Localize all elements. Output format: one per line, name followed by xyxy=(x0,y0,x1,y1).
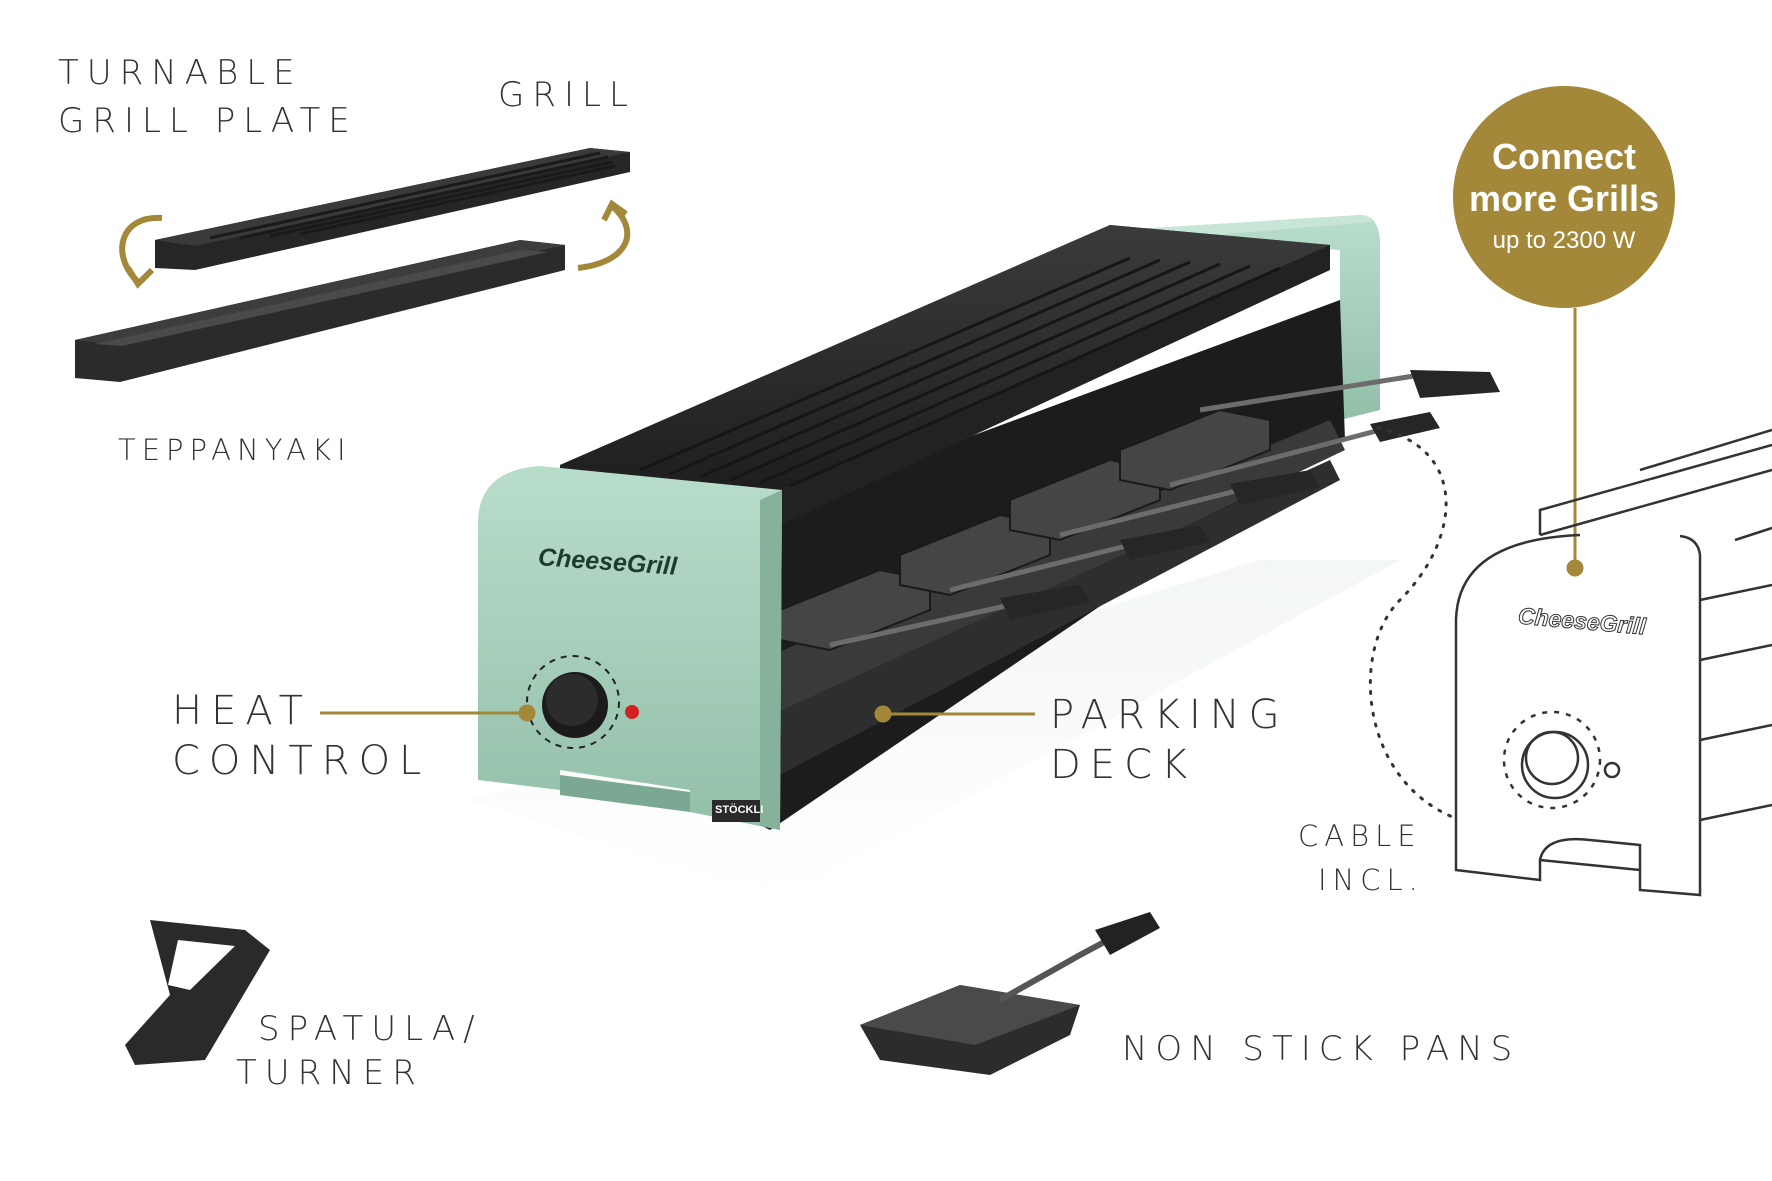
connect-badge: Connect more Grills up to 2300 W xyxy=(1453,86,1675,308)
turnable-plates xyxy=(75,148,631,382)
outline-grill xyxy=(1454,428,1772,897)
badge-line-3: up to 2300 W xyxy=(1492,227,1636,254)
label-cable-1: CABLE xyxy=(1298,819,1422,853)
raclette-grill xyxy=(478,215,1500,830)
label-spatula-1: SPATULA/ xyxy=(258,1009,483,1049)
floor-reflection xyxy=(470,560,1400,900)
label-parking-2: DECK xyxy=(1050,742,1197,788)
maker-tag: STÖCKLI xyxy=(715,804,764,816)
cable-line xyxy=(1368,426,1457,820)
label-pans: NON STICK PANS xyxy=(1122,1029,1521,1069)
pan-icon xyxy=(860,912,1160,1075)
spatula-icon xyxy=(125,920,270,1065)
label-cable-2: INCL. xyxy=(1318,863,1424,897)
rotate-arrow-icon xyxy=(577,203,631,271)
label-turnable-2: GRILL PLATE xyxy=(58,101,358,141)
label-teppanyaki: TEPPANYAKI xyxy=(118,433,352,467)
label-turnable-1: TURNABLE xyxy=(58,53,303,93)
badge-line-1: Connect xyxy=(1492,136,1636,177)
leader-lines xyxy=(320,308,1584,723)
badge-line-2: more Grills xyxy=(1468,178,1660,219)
label-parking-1: PARKING xyxy=(1050,692,1289,738)
label-heat-1: HEAT xyxy=(172,688,313,734)
label-heat-2: CONTROL xyxy=(172,738,431,784)
label-grill: GRILL xyxy=(498,75,636,115)
label-spatula-2: TURNER xyxy=(236,1053,424,1093)
